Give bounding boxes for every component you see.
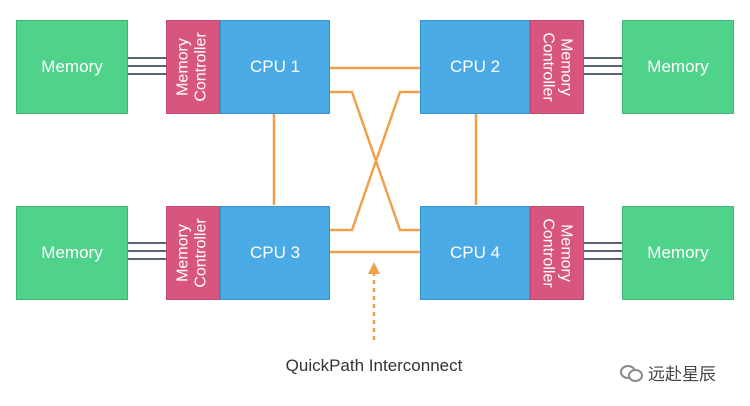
memory-label: Memory [41,57,103,76]
memory-bus-3 [128,242,166,260]
mc-line-2: Controller [193,218,211,288]
memory-controller-2: Memory Controller [530,20,584,114]
memory-controller-3: Memory Controller [166,206,220,300]
memory-controller-text: Memory Controller [539,32,575,101]
memory-box-4: Memory [622,206,734,300]
link-cpu2-cpu3 [330,90,420,232]
cpu-label: CPU 1 [249,57,301,76]
memory-label: Memory [647,243,709,262]
mc-line-2: Controller [540,32,558,102]
memory-bus-2 [584,57,622,75]
mc-line-1: Memory [558,38,576,96]
mc-line-1: Memory [175,224,193,282]
memory-bus-1 [128,57,166,75]
memory-controller-text: Memory Controller [539,218,575,287]
memory-controller-text: Memory Controller [175,32,211,101]
memory-label: Memory [41,243,103,262]
cpu-box-3: CPU 3 [220,206,330,300]
wechat-icon [620,364,643,382]
memory-controller-text: Memory Controller [175,218,211,287]
memory-box-1: Memory [16,20,128,114]
memory-label: Memory [647,57,709,76]
cpu-label: CPU 2 [449,57,501,76]
mc-line-2: Controller [540,218,558,288]
mc-line-1: Memory [175,38,193,96]
mc-line-2: Controller [193,32,211,102]
mc-line-1: Memory [558,224,576,282]
memory-controller-1: Memory Controller [166,20,220,114]
memory-box-3: Memory [16,206,128,300]
memory-bus-4 [584,242,622,260]
cpu-label: CPU 4 [449,243,501,262]
interconnect-caption: QuickPath Interconnect [285,356,463,375]
cpu-box-1: CPU 1 [220,20,330,114]
watermark: 远赴星辰 [620,360,716,385]
watermark-text: 远赴星辰 [648,365,716,384]
memory-box-2: Memory [622,20,734,114]
cpu-box-2: CPU 2 [420,20,530,114]
cpu-label: CPU 3 [249,243,301,262]
pointer-arrowhead [368,262,380,274]
cpu-box-4: CPU 4 [420,206,530,300]
memory-controller-4: Memory Controller [530,206,584,300]
